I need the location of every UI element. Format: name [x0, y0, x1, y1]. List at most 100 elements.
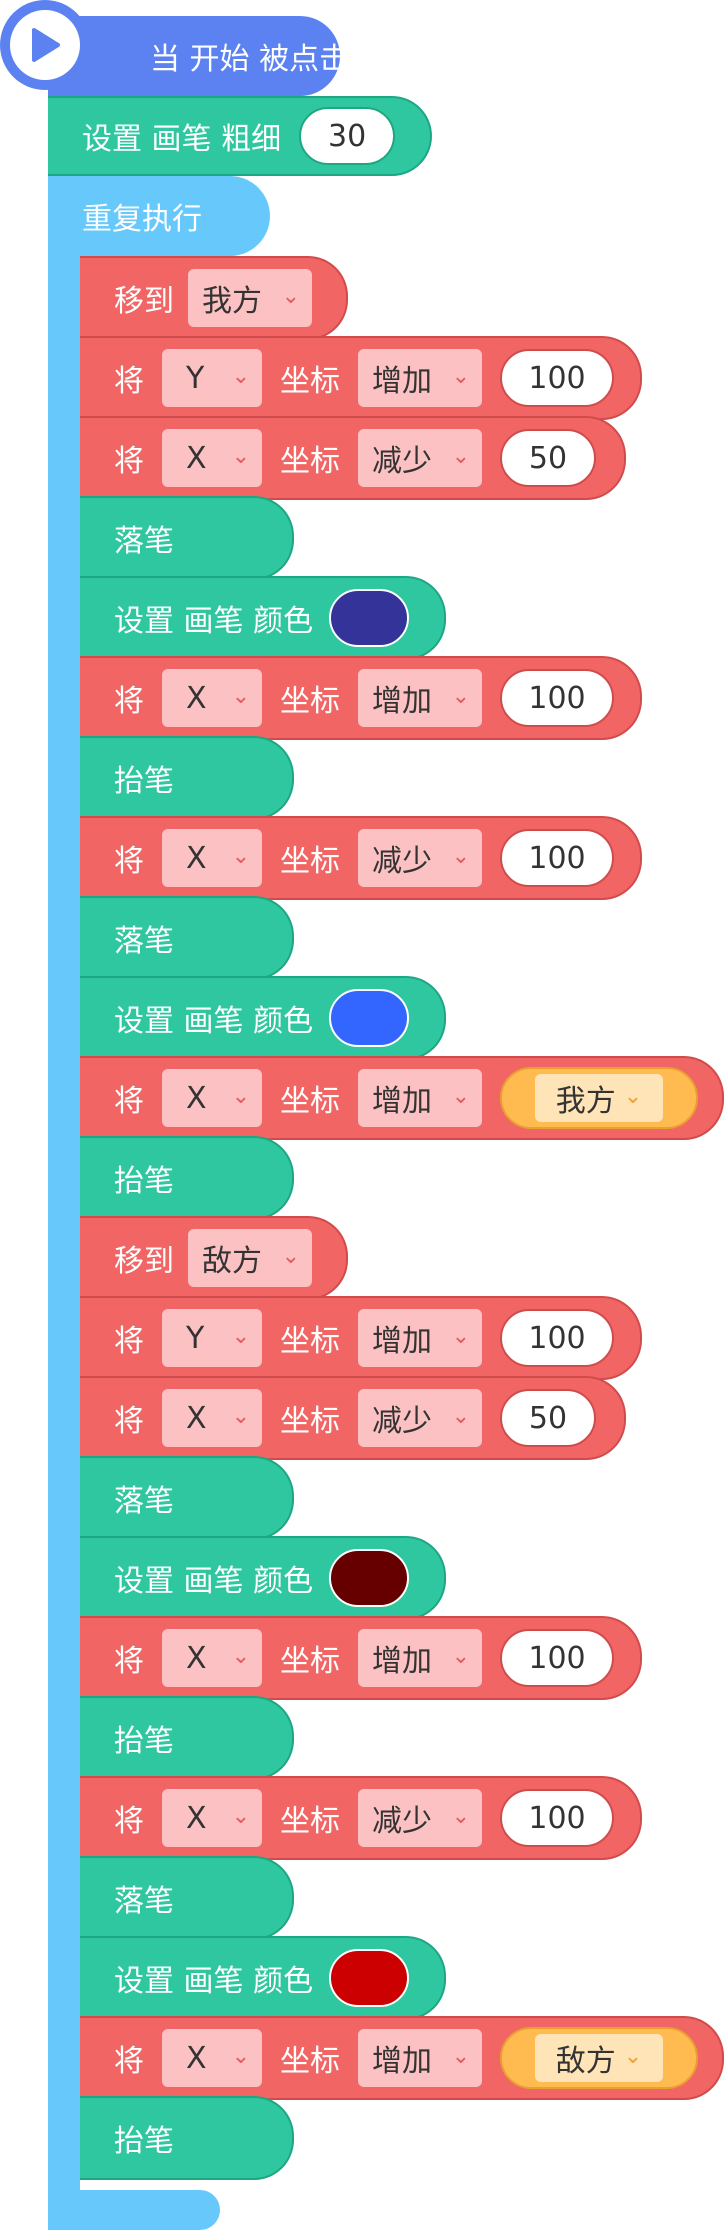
sensing-target-value: 敌方: [555, 2044, 616, 2079]
amount-input[interactable]: 50: [500, 429, 596, 487]
move-to-label: 移到: [114, 284, 174, 319]
operation-dropdown[interactable]: 增加⌄: [358, 1309, 482, 1367]
set-prefix-label: 将: [114, 1404, 144, 1439]
pen-up-block[interactable]: 抬笔: [80, 1696, 294, 1780]
forever-loop-arm: [48, 250, 80, 2190]
move-to-target-dropdown[interactable]: 我方⌄: [188, 269, 312, 327]
pen-color-swatch[interactable]: [329, 589, 410, 647]
pen-down-block[interactable]: 落笔: [80, 896, 294, 980]
axis-dropdown[interactable]: X⌄: [162, 1629, 262, 1687]
pen-down-block[interactable]: 落笔: [80, 496, 294, 580]
chevron-down-icon: ⌄: [281, 1243, 300, 1269]
pen-up-block[interactable]: 抬笔: [80, 736, 294, 820]
pen-up-block[interactable]: 抬笔: [80, 2096, 294, 2180]
amount-input[interactable]: 100: [500, 1789, 614, 1847]
pen-color-swatch[interactable]: [329, 1949, 410, 2007]
axis-dropdown[interactable]: X⌄: [162, 429, 262, 487]
chevron-down-icon: ⌄: [451, 2043, 470, 2069]
pen-up-block[interactable]: 抬笔: [80, 1136, 294, 1220]
operation-dropdown[interactable]: 增加⌄: [358, 669, 482, 727]
operation-value: 减少: [372, 444, 432, 479]
axis-dropdown[interactable]: X⌄: [162, 2029, 262, 2087]
pen-down-block[interactable]: 落笔: [80, 1856, 294, 1940]
axis-value: X: [186, 1080, 207, 1116]
amount-input[interactable]: 100: [500, 669, 614, 727]
sensing-target-dropdown[interactable]: 我方⌄: [535, 1074, 663, 1122]
chevron-down-icon: ⌄: [231, 683, 250, 709]
chevron-down-icon: ⌄: [231, 1403, 250, 1429]
move-to-target-value: 敌方: [202, 1244, 262, 1279]
axis-dropdown[interactable]: X⌄: [162, 829, 262, 887]
amount-input[interactable]: 50: [500, 1389, 596, 1447]
set-pen-color-block[interactable]: 设置 画笔 颜色: [80, 976, 446, 1060]
operation-dropdown[interactable]: 增加⌄: [358, 1629, 482, 1687]
chevron-down-icon: ⌄: [231, 1083, 250, 1109]
sensing-position-reporter[interactable]: 我方⌄: [500, 1067, 698, 1129]
move-to-block[interactable]: 移到敌方⌄: [80, 1216, 348, 1300]
forever-loop-foot: [48, 2190, 220, 2230]
operation-dropdown[interactable]: 减少⌄: [358, 1789, 482, 1847]
pen-down-block[interactable]: 落笔: [80, 1456, 294, 1540]
pen-color-swatch[interactable]: [329, 1549, 410, 1607]
axis-value: X: [186, 440, 207, 476]
amount-input[interactable]: 100: [500, 1309, 614, 1367]
axis-dropdown[interactable]: X⌄: [162, 1789, 262, 1847]
sensing-position-reporter[interactable]: 敌方⌄: [500, 2027, 698, 2089]
axis-value: Y: [186, 360, 205, 396]
set-pen-color-label: 设置 画笔 颜色: [114, 1004, 314, 1039]
pen-down-label: 落笔: [114, 1884, 174, 1919]
set-pen-size-block[interactable]: 设置 画笔 粗细 30: [48, 96, 432, 176]
operation-dropdown[interactable]: 减少⌄: [358, 829, 482, 887]
set-pen-color-block[interactable]: 设置 画笔 颜色: [80, 1536, 446, 1620]
operation-dropdown[interactable]: 增加⌄: [358, 2029, 482, 2087]
operation-dropdown[interactable]: 减少⌄: [358, 429, 482, 487]
operation-dropdown[interactable]: 增加⌄: [358, 349, 482, 407]
axis-dropdown[interactable]: Y⌄: [162, 1309, 262, 1367]
move-to-block[interactable]: 移到我方⌄: [80, 256, 348, 340]
axis-value: X: [186, 2040, 207, 2076]
chevron-down-icon: ⌄: [451, 1083, 470, 1109]
chevron-down-icon: ⌄: [451, 843, 470, 869]
axis-dropdown[interactable]: Y⌄: [162, 349, 262, 407]
operation-value: 增加: [372, 1644, 432, 1679]
move-to-target-dropdown[interactable]: 敌方 ⌄: [188, 1229, 312, 1287]
operation-dropdown[interactable]: 减少⌄: [358, 1389, 482, 1447]
pen-up-label: 抬笔: [114, 2124, 174, 2159]
operation-value: 增加: [372, 684, 432, 719]
amount-input[interactable]: 100: [500, 349, 614, 407]
operation-value: 减少: [372, 1404, 432, 1439]
chevron-down-icon: ⌄: [231, 1643, 250, 1669]
coordinate-label: 坐标: [280, 1804, 340, 1839]
operation-value: 增加: [372, 1324, 432, 1359]
coordinate-label: 坐标: [280, 364, 340, 399]
pen-color-swatch[interactable]: [329, 989, 410, 1047]
set-pen-color-block[interactable]: 设置 画笔 颜色: [80, 1936, 446, 2020]
pen-size-input[interactable]: 30: [299, 107, 396, 165]
amount-input[interactable]: 100: [500, 1629, 614, 1687]
axis-value: X: [186, 1640, 207, 1676]
when-start-clicked-block[interactable]: 当 开始 被点击: [48, 16, 349, 96]
forever-loop-block[interactable]: 重复执行: [48, 176, 270, 256]
sensing-target-dropdown[interactable]: 敌方⌄: [535, 2034, 663, 2082]
axis-dropdown[interactable]: X⌄: [162, 1069, 262, 1127]
amount-input[interactable]: 100: [500, 829, 614, 887]
set-pen-color-block[interactable]: 设置 画笔 颜色: [80, 576, 446, 660]
coordinate-label: 坐标: [280, 2044, 340, 2079]
axis-dropdown[interactable]: X⌄: [162, 1389, 262, 1447]
pen-up-label: 抬笔: [114, 1724, 174, 1759]
set-pen-color-label: 设置 画笔 颜色: [114, 604, 314, 639]
operation-dropdown[interactable]: 增加⌄: [358, 1069, 482, 1127]
set-prefix-label: 将: [114, 2044, 144, 2079]
axis-value: Y: [186, 1320, 205, 1356]
axis-dropdown[interactable]: X⌄: [162, 669, 262, 727]
